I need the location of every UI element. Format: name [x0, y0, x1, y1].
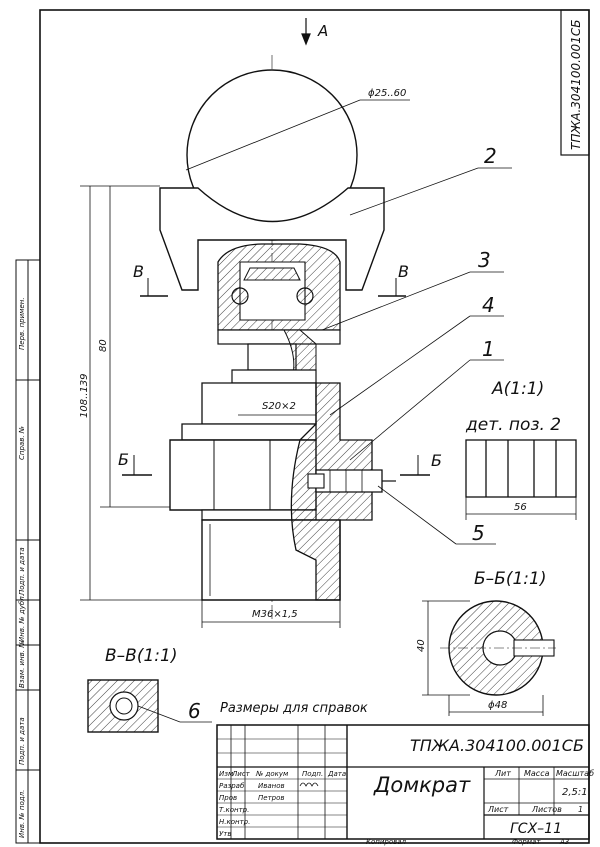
tb-data: Дата [327, 770, 346, 778]
tb-group: ГСХ–11 [510, 821, 562, 837]
tb-format-label: Формат [512, 838, 541, 846]
tb-razrab: Разраб [219, 782, 245, 790]
dim-height-40: 40 [416, 639, 427, 652]
dim-lines-left [80, 185, 202, 601]
tb-checker: Петров [258, 794, 285, 802]
callout-3: 3 [478, 248, 491, 272]
tb-nkontr: Н.контр. [219, 818, 250, 826]
tb-massa: Масса [524, 769, 550, 778]
view-a-part [465, 439, 577, 498]
tb-sheets-label: Листов [531, 805, 562, 814]
cup-part-2 [159, 187, 385, 291]
tb-list: Лист [231, 770, 251, 778]
section-label-b-left: Б [118, 450, 129, 469]
dim-40-lines [422, 600, 544, 716]
section-arrow-v-left [140, 278, 168, 297]
dim-thread-s20: S20×2 [262, 401, 296, 412]
title-block-code: ТПЖА.304100.001СБ [410, 736, 584, 755]
title-block-name: Домкрат [373, 773, 471, 797]
tb-izm: Изм [219, 770, 234, 778]
dim-width-56: 56 [514, 502, 527, 513]
tb-sheets-count: 1 [578, 805, 583, 814]
title-block [216, 724, 590, 840]
tb-developer: Иванов [258, 782, 285, 790]
view-a-subtitle: дет. поз. 2 [465, 415, 561, 435]
dim-ball-diameter: ϕ25..60 [368, 88, 406, 99]
dim-thread-m36: M36×1,5 [252, 609, 298, 620]
left-binding-strip [15, 259, 41, 844]
callout-6: 6 [188, 699, 201, 723]
section-label-v-left: В [133, 262, 144, 281]
section-arrow-v-right [378, 278, 406, 297]
strip-inv-podl: Инв. № подл. [18, 790, 26, 838]
dim-height-80: 80 [98, 339, 109, 352]
tb-utv: Утв [219, 830, 231, 838]
section-b-title: Б–Б(1:1) [474, 569, 546, 589]
section-label-b-right: Б [431, 451, 442, 470]
tb-kopiroval: Копировал [366, 838, 407, 846]
tb-ndokum: № докум [255, 770, 289, 778]
body-upper [201, 382, 317, 425]
ball-bearing-left [231, 287, 249, 305]
view-arrow-a [301, 18, 311, 46]
ball-diameter-line [185, 99, 361, 171]
dim-height-range: 108..139 [79, 373, 90, 418]
callout-4: 4 [482, 293, 495, 317]
code-rotated: ТПЖА.304100.001СБ [569, 20, 583, 150]
strip-podp-data-1: Подп. и дата [18, 547, 26, 595]
callout-5: 5 [472, 521, 485, 545]
section-arrow-b-left [122, 455, 152, 476]
dim-56-lines [465, 497, 577, 520]
dim-m36-lines [201, 600, 341, 628]
dim-diameter-48: ϕ48 [488, 700, 507, 711]
strip-sprav: Справ. № [18, 426, 26, 460]
tb-masshtab: Масштаб [556, 769, 594, 778]
strip-vzam-inv: Взам. инв. № [18, 640, 26, 688]
callout-2: 2 [484, 144, 497, 168]
tb-lit: Лит [494, 769, 511, 778]
tb-podp: Подп. [302, 770, 323, 778]
view-a-title: A(1:1) [491, 379, 544, 399]
view-label-a: A [317, 22, 328, 40]
strip-podp-data-2: Подп. и дата [18, 717, 26, 765]
signature-mark [299, 782, 319, 787]
ball-bearing-right [296, 287, 314, 305]
reference-note: Размеры для справок [220, 701, 368, 716]
section-arrow-b-right [400, 455, 430, 476]
tb-prov: Пров [219, 794, 237, 802]
tb-format: А3 [559, 838, 569, 846]
callout-1: 1 [482, 337, 495, 361]
screw-neck [247, 343, 297, 371]
tb-tkontr: Т.контр. [219, 806, 249, 814]
tb-sheet-label: Лист [487, 805, 509, 814]
section-v-title: В–В(1:1) [105, 646, 177, 666]
code-box [560, 9, 590, 156]
strip-inv-dubl: Инв. № дубл. [18, 594, 26, 642]
section-label-v-right: В [398, 262, 409, 281]
tb-scale: 2,5:1 [562, 787, 588, 798]
lateral-screw [315, 469, 383, 493]
strip-perv-primen: Перв. примен. [18, 297, 26, 350]
